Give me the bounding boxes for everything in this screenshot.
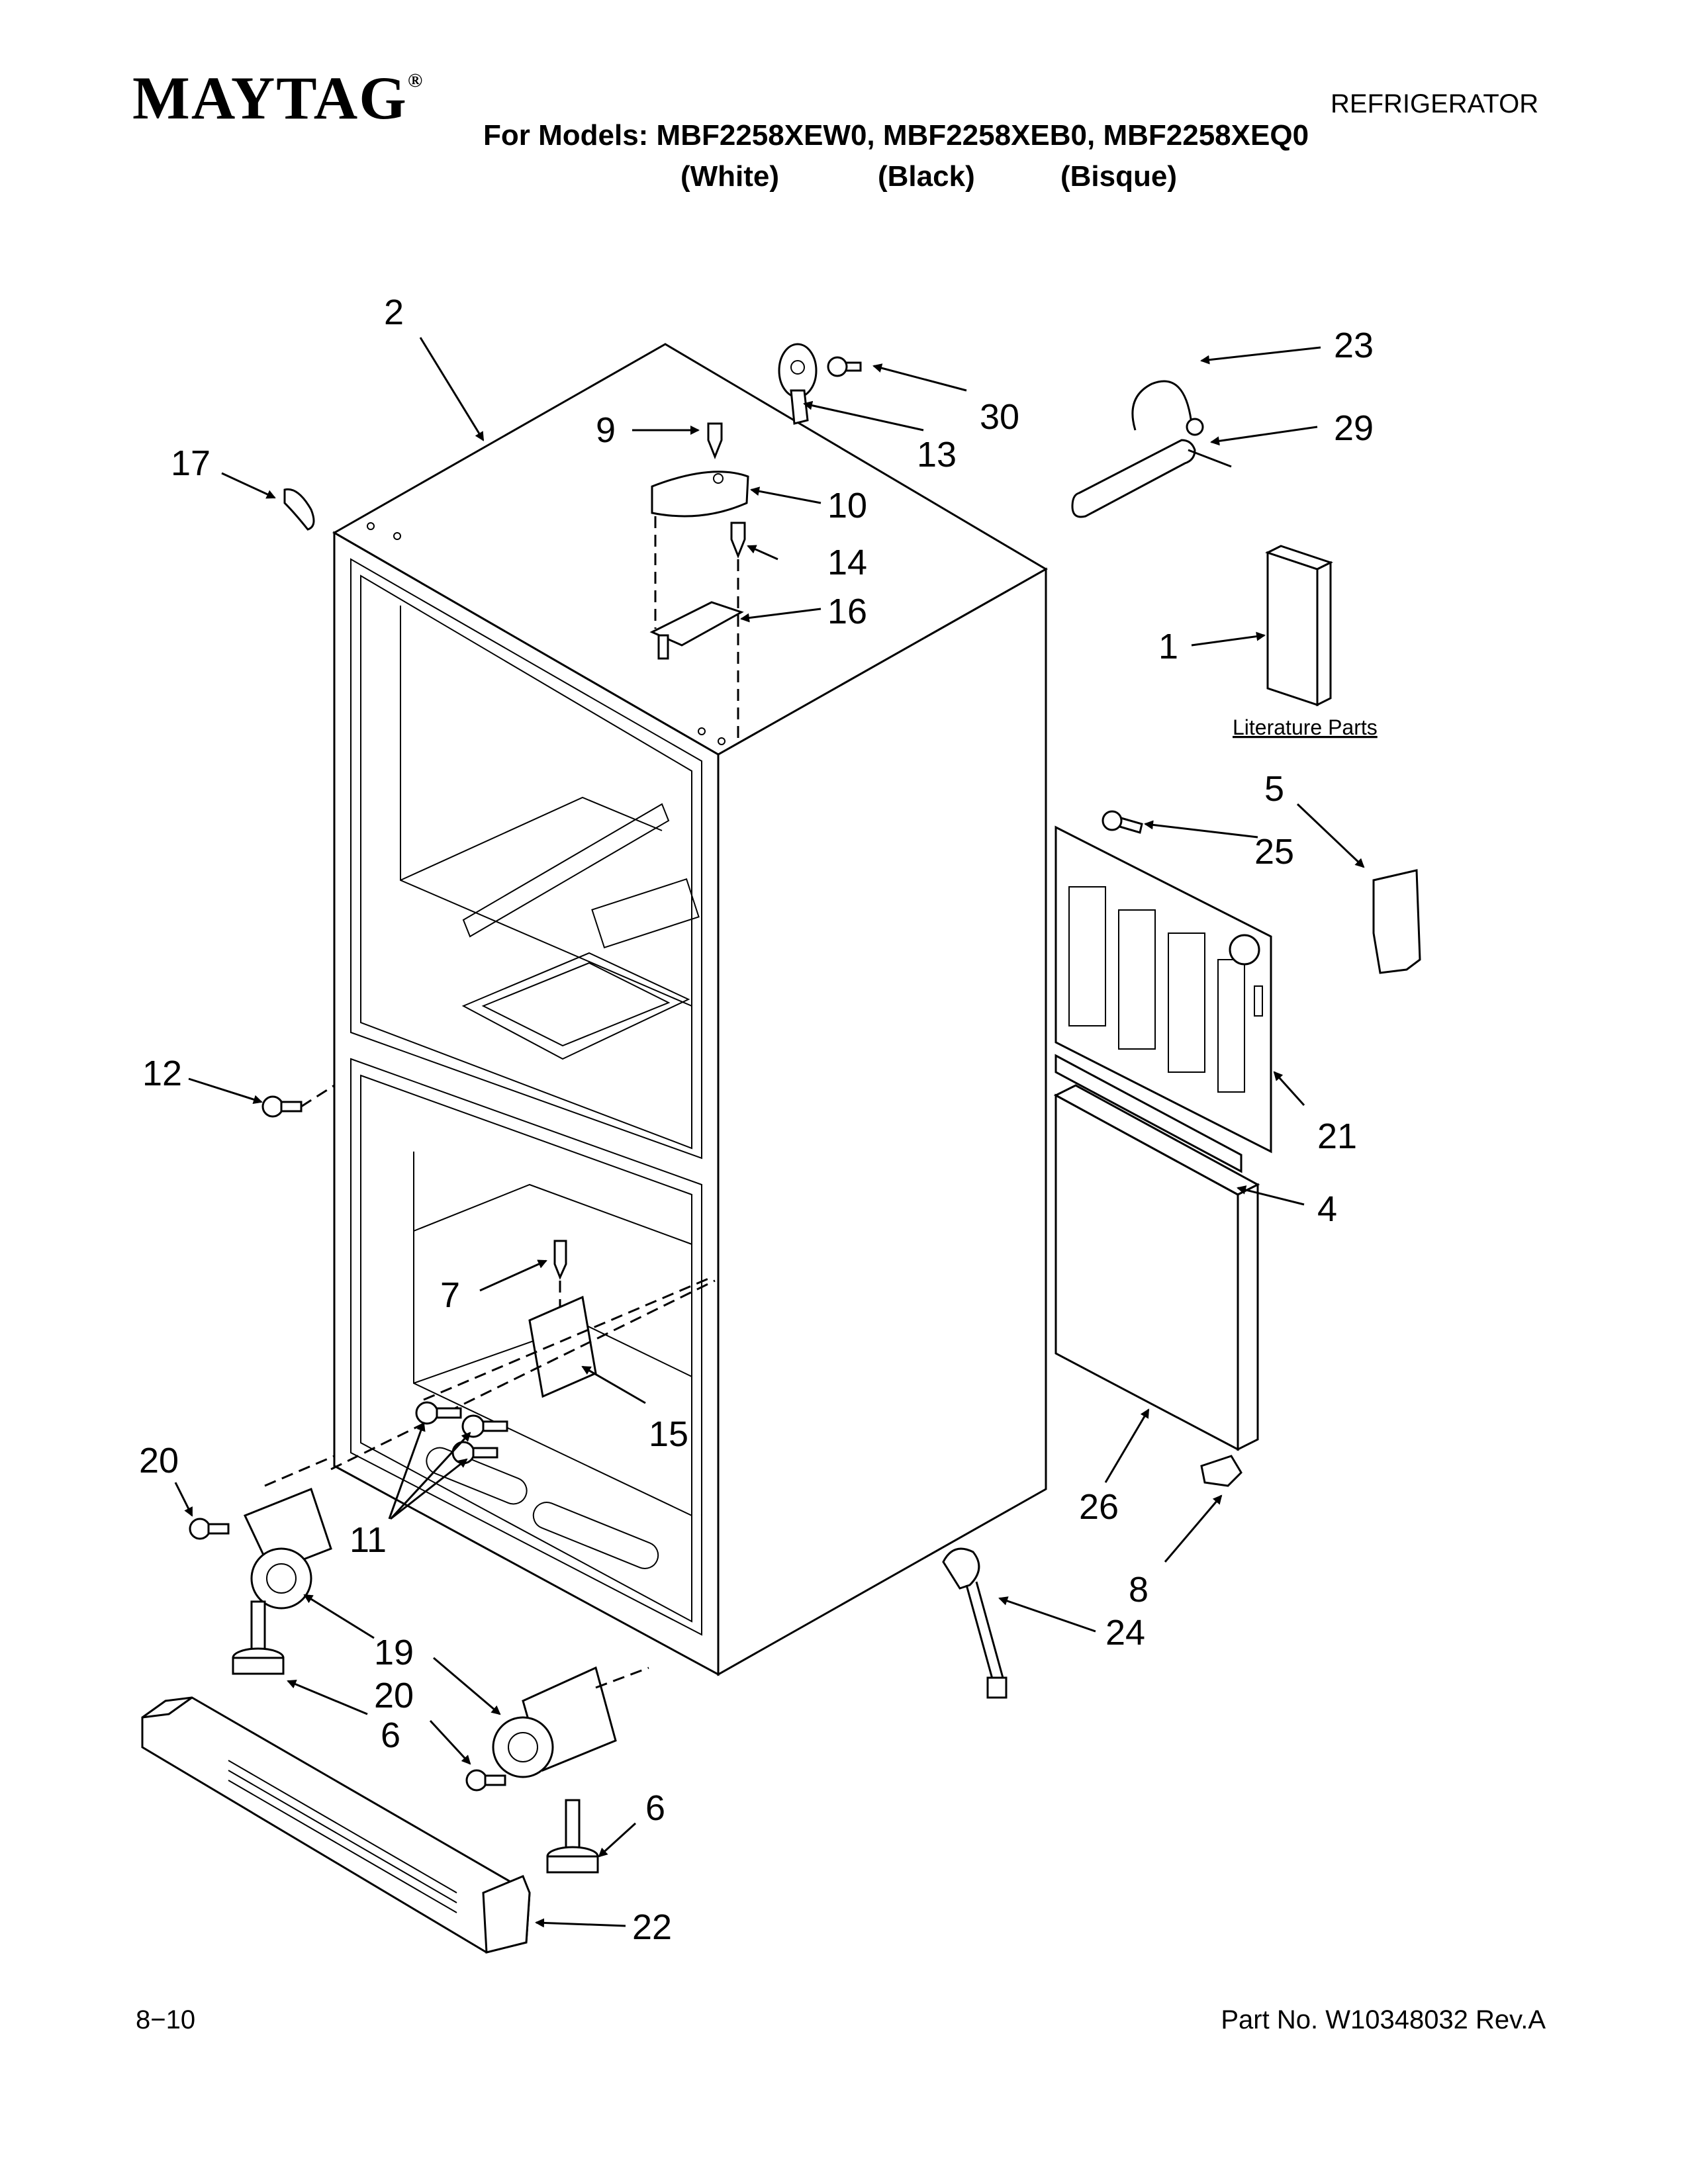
- callout-5: 5: [1264, 769, 1284, 809]
- leader-arrows: [174, 337, 1365, 1928]
- top-hinge-assembly: [649, 422, 749, 741]
- callout-24: 24: [1105, 1613, 1145, 1653]
- maytag-logo: MAYTAG®: [132, 64, 424, 132]
- callout-10: 10: [827, 486, 867, 525]
- callout-6-left: 6: [381, 1715, 400, 1755]
- callout-20-right: 20: [374, 1676, 414, 1715]
- front-roller-left: [189, 1455, 335, 1610]
- callout-22: 22: [632, 1907, 672, 1947]
- part-number: Part No. W10348032 Rev.A: [1221, 2005, 1546, 2034]
- callout-20-left: 20: [139, 1441, 179, 1480]
- callout-11: 11: [350, 1520, 387, 1560]
- callout-15: 15: [649, 1414, 688, 1454]
- screw-25: [1102, 810, 1143, 834]
- wrench-24: [942, 1547, 1008, 1699]
- cabinet: [332, 343, 1048, 1676]
- callout-17: 17: [171, 443, 211, 483]
- callout-2: 2: [384, 293, 404, 332]
- front-roller-right: [465, 1666, 649, 1792]
- water-tube-23-29: [1071, 380, 1232, 518]
- callout-7: 7: [440, 1275, 460, 1315]
- callout-16: 16: [827, 592, 867, 631]
- literature-parts-caption: Literature Parts: [1233, 715, 1378, 739]
- callout-21: 21: [1317, 1116, 1357, 1156]
- date-code: 8−10: [136, 2005, 196, 2034]
- document-type: REFRIGERATOR: [1331, 89, 1539, 118]
- callout-4: 4: [1317, 1189, 1337, 1229]
- callout-13: 13: [917, 435, 957, 475]
- models-line: For Models: MBF2258XEW0, MBF2258XEB0, MB…: [483, 119, 1309, 152]
- callout-9: 9: [596, 410, 616, 450]
- callout-labels: 2 17 9 10 14 16 13 30 23 29 1 Literature…: [139, 293, 1378, 1947]
- callout-23: 23: [1334, 326, 1374, 365]
- callout-12: 12: [142, 1054, 182, 1093]
- base-cover: [1053, 1084, 1260, 1451]
- bolts-11: [415, 1401, 508, 1465]
- color-bisque: (Bisque): [1060, 160, 1177, 193]
- callout-8: 8: [1129, 1570, 1149, 1610]
- clip-8: [1200, 1455, 1243, 1487]
- clip-5: [1372, 869, 1421, 974]
- callout-14: 14: [827, 543, 867, 582]
- base-grille: [141, 1696, 531, 1954]
- leveling-leg-right: [546, 1799, 599, 1874]
- callout-19: 19: [374, 1633, 414, 1672]
- callout-1: 1: [1158, 627, 1178, 666]
- color-black: (Black): [878, 160, 975, 193]
- callout-6-right: 6: [645, 1788, 665, 1828]
- screw-12: [261, 1084, 335, 1118]
- rear-access-panel: [1055, 825, 1272, 1154]
- callout-26: 26: [1079, 1487, 1119, 1527]
- internal-parts-7-15: [330, 1240, 716, 1471]
- callout-25: 25: [1254, 832, 1294, 872]
- literature-booklet: [1265, 545, 1333, 707]
- hinge-cover-13: [778, 343, 862, 425]
- tape-17: [283, 488, 315, 531]
- color-white: (White): [680, 160, 780, 193]
- panel-gasket-strip: [1055, 1054, 1243, 1173]
- callout-29: 29: [1334, 408, 1374, 448]
- callout-30: 30: [980, 397, 1019, 437]
- leveling-leg-left: [232, 1600, 285, 1675]
